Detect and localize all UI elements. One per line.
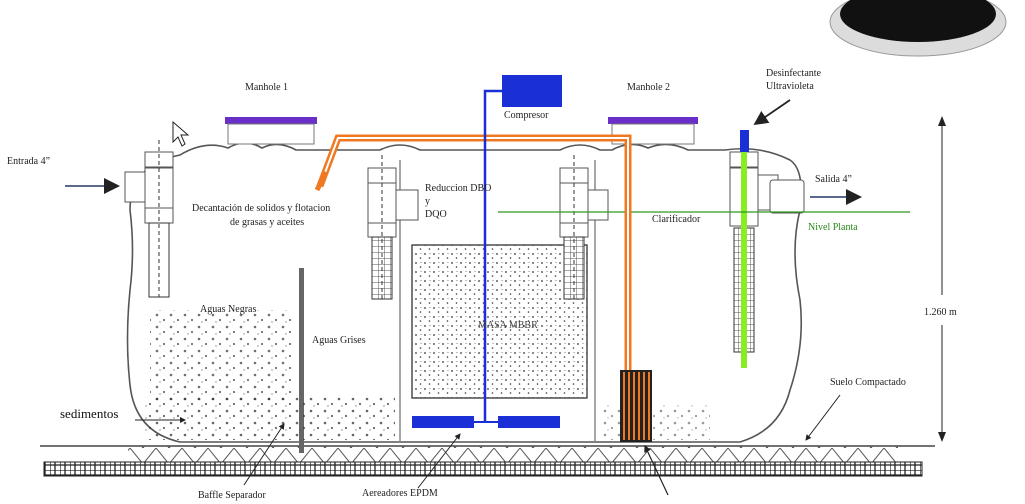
manhole-1-lid [225,117,317,124]
clarifier-airlift [620,370,652,442]
sediments-label: sedimentos [60,406,119,421]
manhole-2-label: Manhole 2 [627,82,670,93]
height-label: 1.260 m [924,307,957,318]
height-dimension [910,116,974,442]
uv-lamp [741,150,747,368]
black-water-label: Aguas Negras [200,304,256,315]
cod-label-line1: Reduccion DBO [425,183,491,194]
compressor-label: Compresor [504,110,549,121]
sediment-area-1 [150,310,295,400]
outlet-label: Salida 4” [815,174,852,185]
disinfectant-label-line1: Desinfectante [766,68,822,79]
manhole-1-label: Manhole 1 [245,82,288,93]
compacted-soil-label: Suelo Compactado [830,377,906,388]
disinfectant-label-line2: Ultravioleta [766,81,814,92]
airlift-pointer [644,444,669,496]
tank-outline [126,142,803,443]
aerators-pointer [417,433,461,489]
grey-water-label: Aguas Grises [312,335,366,346]
compressor-box [502,75,562,107]
soil-pointer [805,394,841,441]
cod-label-line3: DQO [425,209,447,220]
outlet-pipe [729,151,805,353]
uv-lamp-cap [740,130,749,152]
baffle-separator [299,268,304,453]
baffle-label: Baffle Separador [198,490,267,501]
mbbr-media-block [411,244,588,399]
decantation-label-line1: Decantación de solidos y flotacion [192,203,330,214]
ground-base [40,445,935,477]
cursor-arrow-icon [172,120,190,147]
cod-label-line2: y [425,196,430,207]
decantation-label-line2: de grasas y aceites [230,217,304,228]
mbbr-label: MASA MBBR [478,320,538,331]
disinfectant-pointer [753,99,791,126]
aerator-left [412,416,474,428]
sediment-area-2 [600,405,710,440]
sludge-return-line [314,134,632,370]
diffuser-disc-icon [829,0,1007,57]
manhole-2-lid [608,117,698,124]
air-line [483,89,502,422]
transfer-tee-pipe-1 [367,155,419,300]
transfer-tee-pipe-2 [559,155,609,300]
plant-level-label: Nivel Planta [808,222,858,233]
aerator-right [498,416,560,428]
baffle-pointer [243,423,285,486]
aerators-label: Aereadores EPDM [362,488,438,499]
inlet-label: Entrada 4” [7,156,50,167]
inlet-tee-pipe [124,140,174,298]
clarifier-label: Clarificador [652,214,701,225]
